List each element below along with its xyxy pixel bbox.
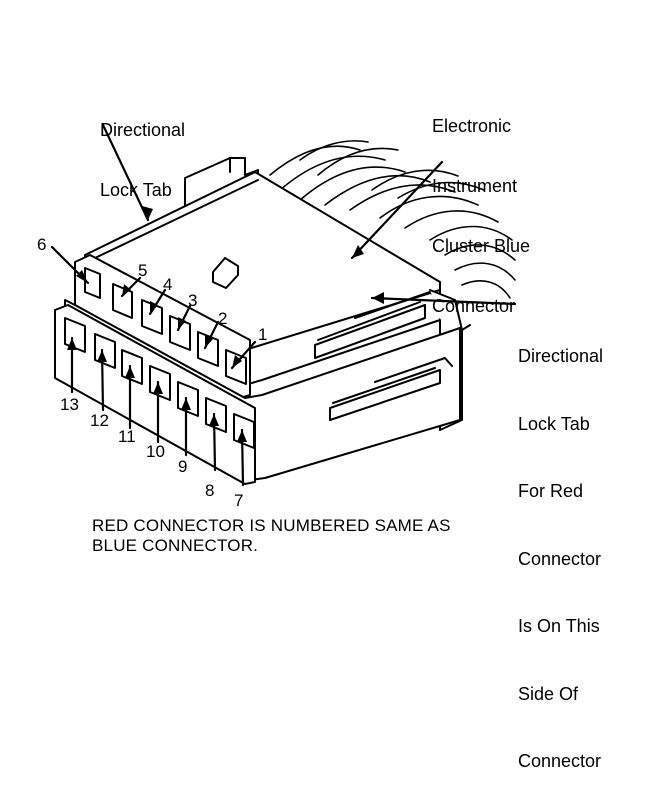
label-line: Connector (432, 296, 516, 316)
pin-label-1: 1 (258, 325, 268, 344)
pin-label-8: 8 (205, 481, 215, 500)
label-line: Directional (518, 346, 604, 366)
label-line: Connector (518, 751, 602, 771)
pin-label-6: 6 (37, 235, 47, 254)
numbering-note: RED CONNECTOR IS NUMBERED SAME AS BLUE C… (92, 516, 451, 556)
wire-harness (269, 140, 516, 299)
blue-connector-label: Electronic Instrument Cluster Blue Conne… (432, 76, 530, 336)
connector-diagram (50, 123, 517, 487)
label-line: For Red (518, 481, 584, 501)
label-line: Lock Tab (100, 180, 172, 200)
note-line: BLUE CONNECTOR. (92, 536, 259, 555)
pin-label-7: 7 (234, 491, 244, 510)
directional-lock-tab-label: Directional Lock Tab (100, 80, 185, 220)
pin-label-13: 13 (60, 395, 79, 414)
pin-label-4: 4 (163, 275, 173, 294)
bottom-row-cavities (64, 317, 255, 449)
pin-label-11: 11 (118, 427, 136, 446)
pin-label-3: 3 (188, 291, 198, 310)
label-line: Connector (518, 548, 602, 569)
pin-label-9: 9 (178, 457, 188, 476)
label-line: Cluster Blue (432, 236, 531, 256)
red-lock-tab-label: Directional Lock Tab For Red Connector I… (518, 300, 603, 795)
pin-label-2: 2 (218, 309, 228, 328)
label-line: Lock Tab (518, 413, 590, 434)
arrowheads (67, 206, 384, 442)
label-line: Directional (100, 120, 186, 140)
label-line: Side Of (518, 683, 579, 704)
label-line: Instrument (432, 176, 518, 196)
pin-label-5: 5 (138, 261, 148, 280)
pin-label-10: 10 (146, 442, 165, 461)
key-tab (212, 257, 239, 289)
label-line: Is On This (518, 616, 600, 636)
label-line: Electronic (432, 116, 512, 136)
pin-label-12: 12 (90, 411, 109, 430)
note-line: RED CONNECTOR IS NUMBERED SAME AS (92, 516, 451, 535)
